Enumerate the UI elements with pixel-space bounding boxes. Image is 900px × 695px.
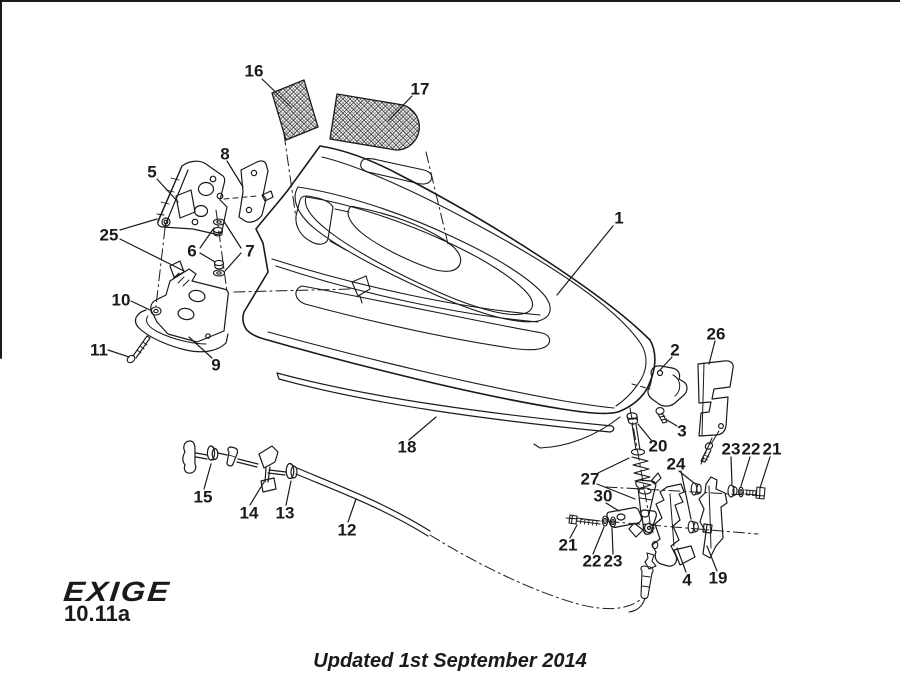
screw-3 — [655, 407, 668, 424]
centre-lines — [155, 133, 767, 609]
part-label-22-29: 22 — [582, 551, 602, 571]
part-label-21-20: 21 — [762, 439, 782, 459]
footer-note: Updated 1st September 2014 — [313, 650, 587, 672]
part-label-26-25: 26 — [706, 324, 726, 344]
latch-cable-end — [628, 540, 659, 613]
bracket-30 — [606, 507, 644, 538]
release-cable-12 — [295, 467, 431, 537]
part-label-21-28: 21 — [558, 535, 578, 555]
part-label-8-7: 8 — [220, 144, 230, 164]
mesh-pad-16 — [271, 79, 319, 141]
part-label-22-21: 22 — [741, 439, 761, 459]
part-label-4-3: 4 — [682, 570, 692, 590]
part-label-3-2: 3 — [677, 421, 687, 441]
part-label-25-24: 25 — [99, 225, 119, 245]
clamshell-panel — [242, 145, 656, 449]
mesh-pad-17 — [329, 93, 420, 151]
washer-10 — [150, 306, 162, 316]
part-label-11-10: 11 — [90, 340, 108, 360]
plate-19 — [698, 476, 728, 559]
cable-grommet-13 — [267, 462, 298, 480]
part-label-19-18: 19 — [708, 568, 728, 588]
part-label-17-16: 17 — [410, 79, 430, 99]
part-label-2-1: 2 — [670, 340, 680, 360]
cable-handle-15 — [182, 440, 239, 474]
cable-clip-14 — [236, 445, 279, 493]
part-label-23-30: 23 — [603, 551, 623, 571]
part-label-1-0: 1 — [614, 208, 624, 228]
plunger-27 — [635, 472, 662, 535]
part-label-20-19: 20 — [648, 436, 668, 456]
part-label-18-17: 18 — [397, 437, 417, 457]
plate-8 — [238, 160, 274, 223]
washers-22-23-right — [727, 484, 744, 498]
fastener-stack-6-7 — [212, 218, 226, 277]
part-label-14-13: 14 — [239, 503, 259, 523]
page-border — [0, 0, 900, 359]
part-label-9-8: 9 — [211, 355, 221, 375]
bracket-5 — [156, 160, 228, 235]
bracket-9 — [134, 260, 229, 353]
part-label-13-12: 13 — [275, 503, 295, 523]
bracket-26 — [697, 360, 734, 463]
part-label-10-9: 10 — [111, 290, 131, 310]
part-label-30-27: 30 — [593, 486, 613, 506]
pivot-bushes-24 — [687, 482, 702, 534]
bolt-21-right — [744, 486, 766, 500]
part-label-6-5: 6 — [187, 241, 197, 261]
part-label-15-14: 15 — [193, 487, 213, 507]
part-label-5-4: 5 — [147, 162, 157, 182]
section-code: 10.11a — [64, 601, 131, 626]
part-label-24-23: 24 — [666, 454, 686, 474]
part-label-23-22: 23 — [721, 439, 741, 459]
screw-11 — [126, 335, 151, 364]
leader-lines — [107, 78, 771, 573]
part-label-16-15: 16 — [244, 61, 264, 81]
seal-strip — [276, 372, 615, 433]
part-label-12-11: 12 — [337, 520, 357, 540]
part-label-7-6: 7 — [245, 241, 255, 261]
hidden-lines — [223, 195, 651, 390]
part-label-27-26: 27 — [580, 469, 600, 489]
